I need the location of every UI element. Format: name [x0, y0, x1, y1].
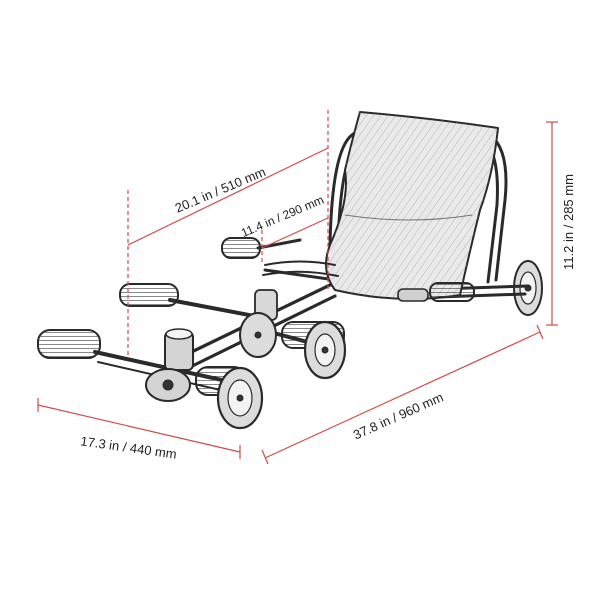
rear-side-grip — [397, 282, 475, 302]
width-label: 17.3 in / 440 mm — [80, 433, 178, 461]
middle-wheel — [239, 312, 277, 358]
steering-column — [164, 328, 194, 371]
seat-depth-line — [127, 147, 329, 246]
front-left-wheel — [145, 368, 191, 402]
product-sketch — [37, 111, 543, 430]
width-line — [37, 404, 241, 453]
seat-fabric — [262, 111, 499, 300]
rear-wheel — [513, 260, 543, 316]
seat-depth-label: 20.1 in / 510 mm — [173, 164, 268, 216]
height-label: 11.2 in / 285 mm — [561, 174, 576, 270]
seat-width-label: 11.4 in / 290 mm — [239, 193, 326, 240]
front-right-wheel — [303, 320, 347, 380]
seat-handle — [221, 237, 302, 259]
dimension-lines — [37, 110, 558, 465]
seat-width-line — [261, 217, 329, 249]
length-line — [264, 331, 541, 459]
front-center-wheel — [216, 366, 264, 430]
